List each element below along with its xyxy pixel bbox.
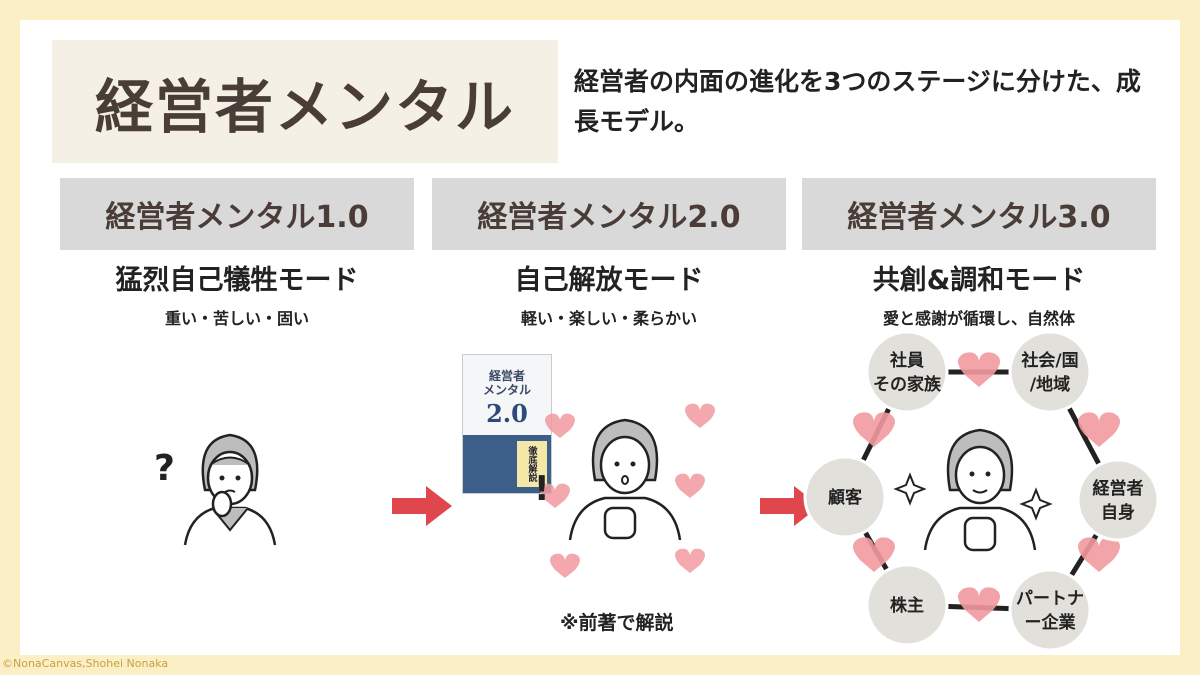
stakeholder-hexagon-diagram: 社員 その家族 社会/国 /地域 経営者 自身 パートナ ー企業 株主 顧客	[803, 330, 1160, 652]
stage-1-mode: 猛烈自己犠牲モード	[115, 265, 359, 296]
stage-1-description: 重い・苦しい・固い	[164, 309, 309, 328]
node-society: 社会/国 /地域	[1008, 330, 1092, 414]
page-title: 経営者メンタル	[94, 72, 515, 141]
page-subtitle: 経営者の内面の進化を3つのステージに分けた、成長モデル。	[574, 67, 1141, 136]
svg-text:自身: 自身	[1101, 502, 1135, 523]
stage-3-mode: 共創&調和モード	[872, 265, 1086, 296]
book-number: 2.0	[486, 399, 528, 428]
book-band: 徹底解説	[517, 441, 547, 487]
note-text: ※前著で解説	[560, 612, 674, 634]
hearts-decoration	[540, 403, 715, 578]
svg-text:社会/国: 社会/国	[1020, 350, 1078, 371]
surprised-person-illustration: !	[534, 403, 715, 578]
stage-2-label: 経営者メンタル2.0	[432, 178, 786, 250]
book-cover-image: 経営者 メンタル 2.0 徹底解説	[462, 354, 552, 494]
svg-text:顧客: 顧客	[828, 487, 863, 508]
stage-2-description: 軽い・楽しい・柔らかい	[520, 309, 697, 328]
node-partner-companies: パートナ ー企業	[1008, 568, 1092, 652]
exclamation-icon: !	[534, 469, 550, 509]
svg-text:経営者: 経営者	[1093, 478, 1144, 499]
sparkle-icon	[893, 472, 927, 506]
hearts-decoration	[853, 352, 1120, 622]
svg-text:/地域: /地域	[1030, 374, 1070, 395]
sparkle-icon	[1019, 487, 1053, 521]
svg-text:株主: 株主	[890, 595, 924, 616]
node-executive-self: 経営者 自身	[1076, 458, 1160, 542]
stage-3-label: 経営者メンタル3.0	[802, 178, 1156, 250]
confused-person-illustration: ?	[154, 433, 277, 546]
title-box: 経営者メンタル	[52, 40, 558, 163]
arrow-right-icon	[392, 486, 452, 526]
calm-person-illustration	[923, 428, 1037, 552]
svg-text:社員: 社員	[889, 350, 924, 371]
stage-3-description: 愛と感謝が循環し、自然体	[882, 309, 1075, 328]
stage-1-label: 経営者メンタル1.0	[60, 178, 414, 250]
node-employees: 社員 その家族	[865, 330, 949, 414]
node-customers: 顧客	[803, 455, 887, 539]
svg-text:その家族: その家族	[873, 374, 942, 395]
question-mark-icon: ?	[154, 448, 175, 489]
credit-text: ©NonaCanvas,Shohei Nonaka	[2, 657, 169, 670]
svg-text:パートナ: パートナ	[1016, 589, 1084, 609]
svg-text:ー企業: ー企業	[1025, 612, 1076, 633]
node-shareholders: 株主	[865, 563, 949, 647]
stage-2-mode: 自己解放モード	[514, 265, 704, 296]
book-title: 経営者 メンタル	[482, 369, 531, 397]
